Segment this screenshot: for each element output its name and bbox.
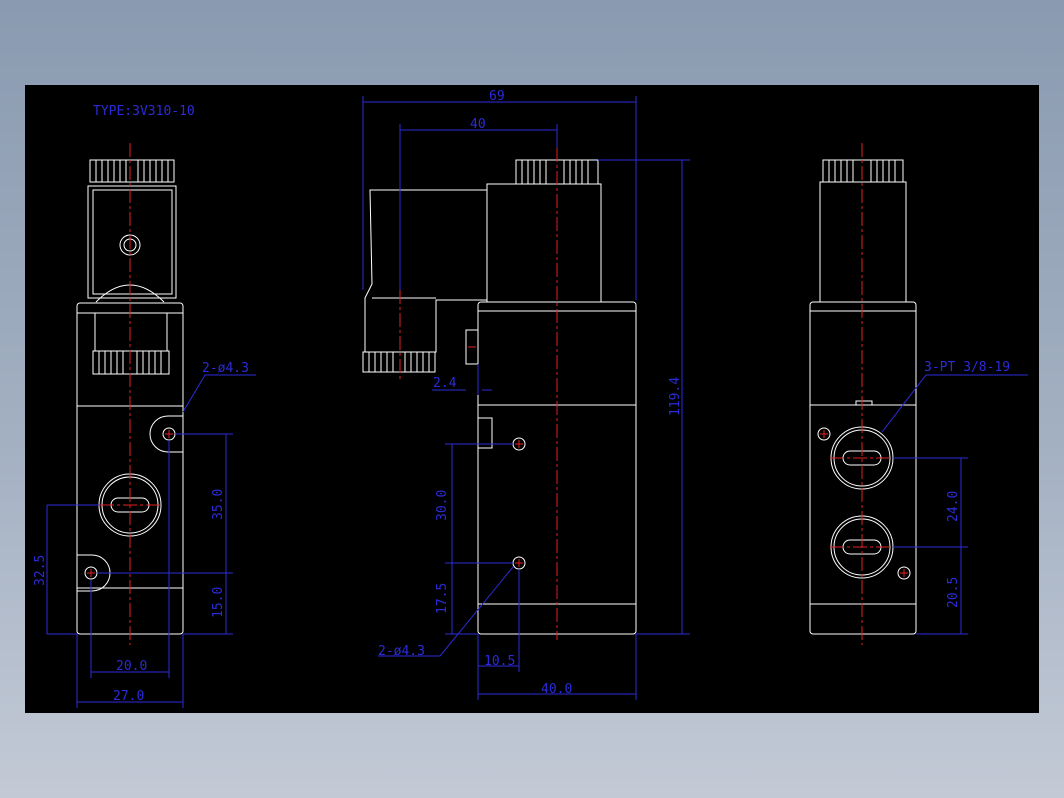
drawing-title: TYPE:3V310-10	[93, 104, 195, 119]
middle-dimension-lines	[362, 96, 690, 700]
left-knob	[92, 350, 170, 375]
right-view	[809, 159, 917, 635]
left-cap	[89, 159, 175, 183]
left-dim-20: 20.0	[116, 659, 147, 674]
right-small-tab	[855, 400, 873, 406]
middle-dim-40-bottom: 40.0	[541, 682, 572, 697]
left-knob-knurl	[98, 351, 162, 374]
left-dim-15: 15.0	[211, 587, 226, 618]
middle-dim-2-4: 2.4	[433, 376, 457, 391]
right-hole-right	[897, 566, 911, 580]
middle-dim-30: 30.0	[435, 490, 450, 521]
left-stem-block	[94, 312, 168, 352]
right-valve-body	[809, 301, 917, 635]
right-hole-marks	[820, 430, 908, 577]
middle-centerlines	[399, 148, 558, 640]
middle-plug-knurl	[368, 352, 430, 372]
left-centerlines	[100, 143, 160, 645]
middle-side-tab	[477, 417, 493, 449]
left-hole-marks	[87, 430, 173, 577]
left-connector-inner	[92, 189, 173, 295]
right-port-callout: 3-PT 3/8-19	[924, 360, 1010, 375]
middle-manual-button	[465, 329, 479, 365]
middle-dim-10-5: 10.5	[484, 654, 515, 669]
left-cap-knurl	[95, 160, 169, 182]
left-connector-housing	[87, 185, 177, 299]
middle-dim-40-top: 40	[470, 117, 486, 132]
left-ear-top	[149, 415, 183, 453]
right-hole-left	[817, 427, 831, 441]
right-dim-20-5: 20.5	[946, 577, 961, 608]
left-dimension-lines	[46, 374, 256, 708]
right-coil	[819, 181, 907, 303]
right-centerlines	[830, 143, 895, 645]
drawing-canvas: TYPE:3V310-10	[25, 85, 1039, 713]
left-hole-callout: 2-ø4.3	[202, 361, 249, 376]
middle-plug-knob	[362, 351, 436, 373]
middle-cap-knurl	[521, 160, 589, 184]
middle-dim-69: 69	[489, 89, 505, 104]
middle-connector	[364, 189, 488, 353]
left-dim-27: 27.0	[113, 689, 144, 704]
middle-dim-17-5: 17.5	[435, 583, 450, 614]
right-dimension-lines	[881, 374, 1028, 635]
right-cap-knurl	[828, 160, 896, 182]
left-dim-32-5: 32.5	[33, 555, 48, 586]
right-dim-24: 24.0	[946, 491, 961, 522]
middle-dim-119-4: 119.4	[668, 377, 683, 416]
left-dim-35: 35.0	[211, 489, 226, 520]
middle-hole-callout: 2-ø4.3	[378, 644, 425, 659]
middle-hole-marks	[468, 346, 523, 567]
middle-coil	[486, 183, 602, 303]
